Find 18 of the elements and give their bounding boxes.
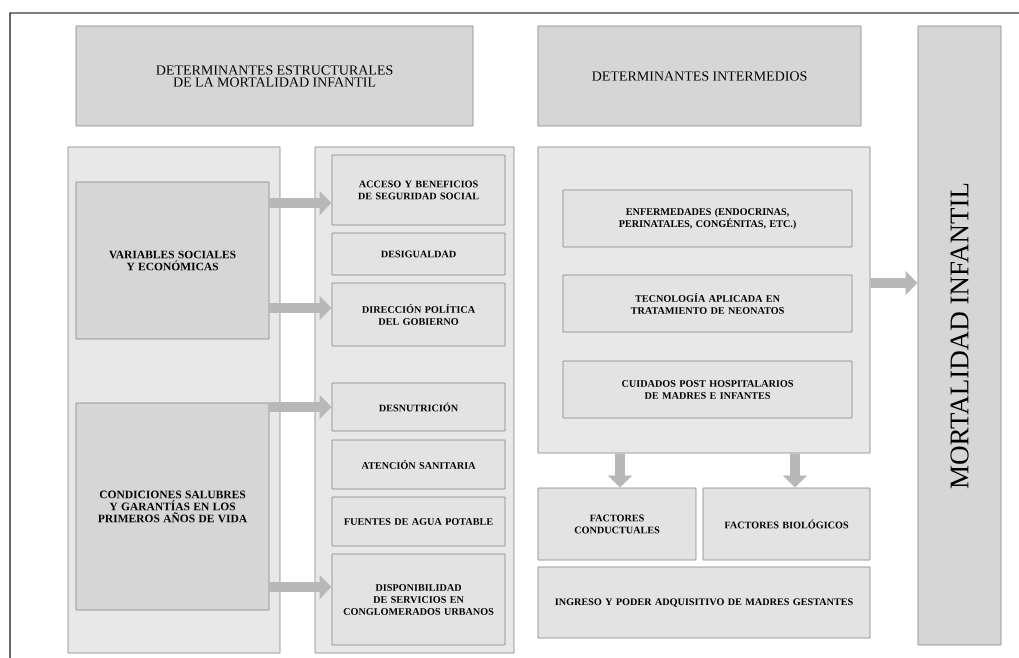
factor-box: DIRECCIÓN POLÍTICA DEL GOBIERNO: [331, 282, 506, 347]
factor-box: ENFERMEDADES (ENDOCRINAS, PERINATALES, CONGÉNITAS, ETC.): [562, 189, 853, 248]
result-box: MORTALIDAD INFANTIL: [917, 25, 1002, 646]
factor-box: ACCESO Y BENEFICIOS DE SEGURIDAD SOCIAL: [331, 154, 506, 226]
factor-box: TECNOLOGÍA APLICADA EN TRATAMIENTO DE NEONATOS: [562, 274, 853, 333]
factor-box: DISPONIBILIDAD DE SERVICIOS EN CONGLOMERADOS URBANOS: [331, 553, 506, 646]
factor-box: INGRESO Y PODER ADQUISITIVO DE MADRES GESTANTES: [537, 566, 871, 639]
factor-box: FACTORES CONDUCTUALES: [537, 487, 697, 561]
factor-box: DESNUTRICIÓN: [331, 382, 506, 432]
factor-box: FACTORES BIOLÓGICOS: [702, 487, 871, 561]
category-box: VARIABLES SOCIALES Y ECONÓMICAS: [75, 181, 270, 340]
category-box: CONDICIONES SALUBRES Y GARANTÍAS EN LOS PRIMEROS AÑOS DE VIDA: [75, 402, 270, 611]
heading-box: DETERMINANTES ESTRUCTURALES DE LA MORTALIDAD INFANTIL: [75, 25, 474, 127]
factor-box: FUENTES DE AGUA POTABLE: [331, 496, 506, 547]
factor-box: DESIGUALDAD: [331, 232, 506, 276]
factor-box: ATENCIÓN SANITARIA: [331, 439, 506, 490]
heading-box: DETERMINANTES INTERMEDIOS: [537, 25, 862, 127]
factor-box: CUIDADOS POST HOSPITALARIOS DE MADRES E INFANTES: [562, 360, 853, 419]
